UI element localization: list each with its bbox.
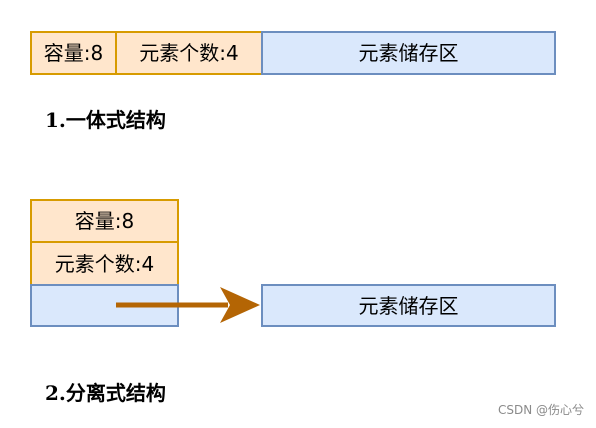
separated-caption-text: 分离式结构 [65,381,166,405]
integrated-capacity-cell: 容量:8 [30,31,117,75]
integrated-storage-cell: 元素储存区 [261,31,556,75]
separated-storage-label: 元素储存区 [358,293,459,318]
watermark: CSDN @伤心兮 [497,403,584,417]
separated-count-label: 元素个数:4 [54,251,155,276]
integrated-count-label: 元素个数:4 [139,41,239,65]
integrated-count-cell: 元素个数:4 [115,31,263,75]
integrated-storage-label: 元素储存区 [358,41,459,65]
arrow-head [220,287,260,323]
integrated-caption: 1.一体式结构 [45,104,166,133]
integrated-caption-text: 一体式结构 [65,108,166,132]
separated-capacity-label: 容量:8 [74,209,135,233]
integrated-capacity-label: 容量:8 [43,41,104,65]
separated-caption-number: 2. [45,381,66,405]
separated-storage-cell: 元素储存区 [261,284,556,327]
separated-caption: 2.分离式结构 [45,377,166,406]
integrated-caption-number: 1. [45,108,66,132]
